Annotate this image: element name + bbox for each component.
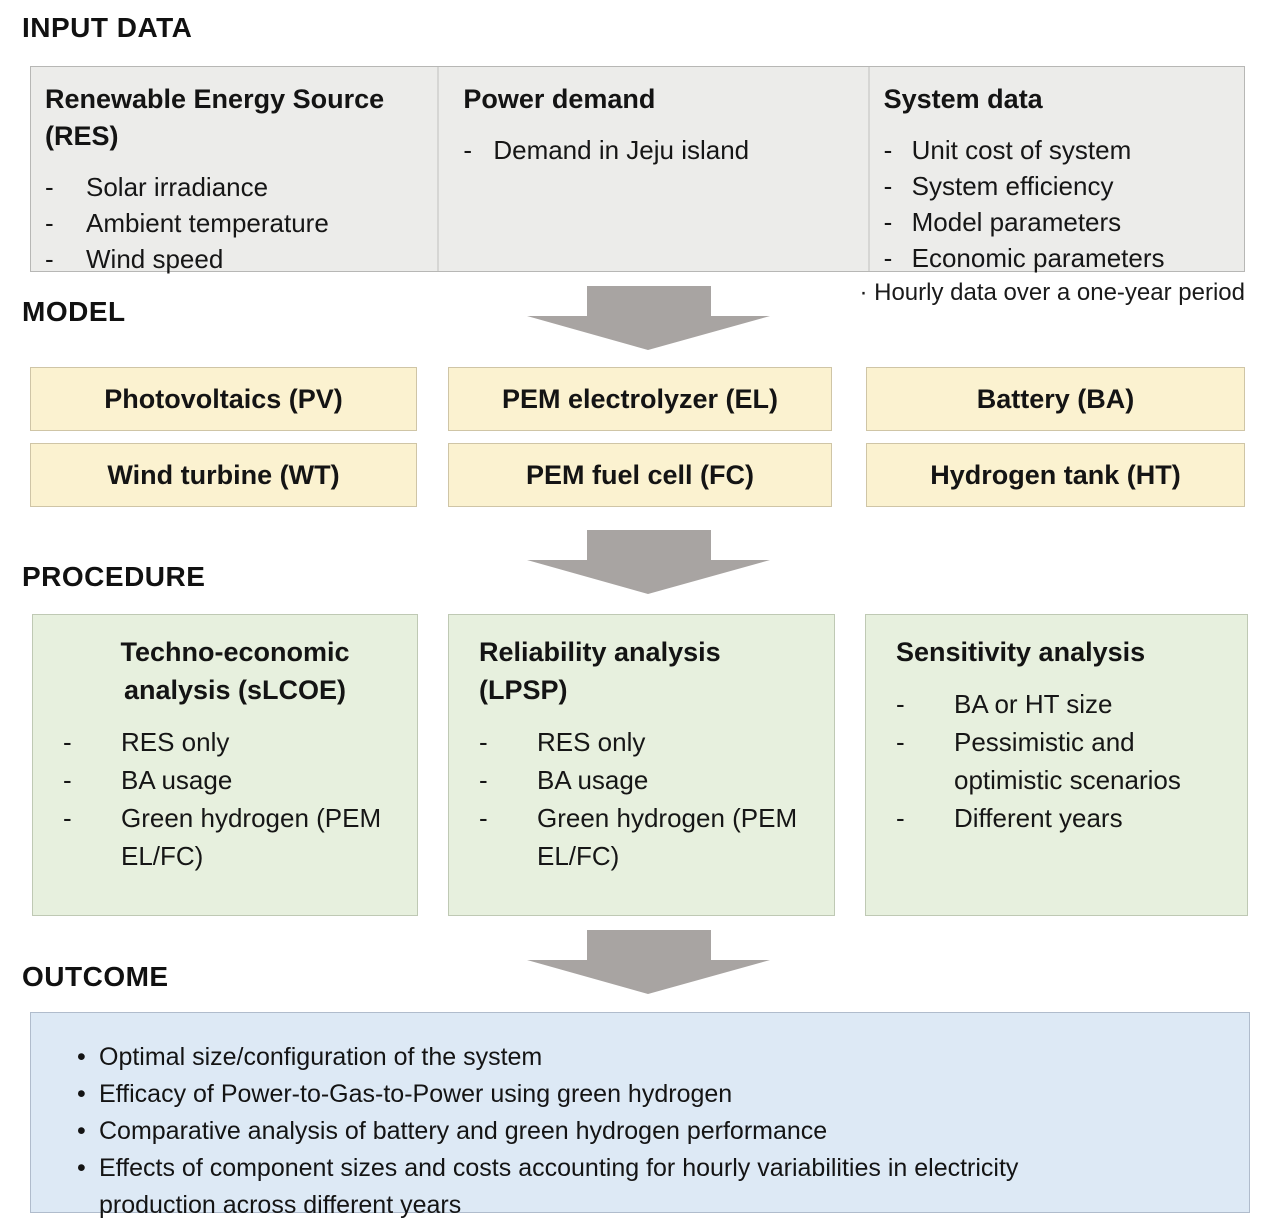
input-column-power-demand: Power demand -Demand in Jeju island — [437, 67, 867, 271]
list-item-text: Model parameters — [911, 207, 1122, 237]
outcome-box: • Optimal size/configuration of the syste… — [30, 1012, 1250, 1219]
list-item: - BA or HT size — [896, 685, 1237, 723]
list-item: - Different years — [896, 799, 1237, 837]
list-item-text: BA usage — [537, 765, 649, 795]
list-item-text: Wind speed — [86, 244, 224, 274]
list-item-text: System efficiency — [911, 171, 1114, 201]
section-title-model: MODEL — [22, 296, 126, 327]
list-item-text: Solar irradiance — [86, 172, 269, 202]
list-item: - Wind speed — [45, 241, 429, 277]
dash-marker: - — [479, 803, 488, 833]
outcome-item-text: Efficacy of Power-to-Gas-to-Power using … — [99, 1080, 733, 1108]
procedure-box-sensitivity: Sensitivity analysis - BA or HT size - Pes… — [865, 614, 1248, 916]
input-column-system-data: System data -Unit cost of system -System… — [867, 67, 1244, 273]
list-item-text: RES only — [121, 727, 230, 757]
list-item: - Green hydrogen (PEM EL/FC) — [63, 799, 407, 875]
list-item-text: Unit cost of system — [911, 135, 1132, 165]
dash-marker: - — [63, 803, 72, 833]
list-item: -System efficiency — [884, 168, 1236, 204]
section-title-procedure: PROCEDURE — [22, 561, 206, 592]
list-item: - Green hydrogen (PEM EL/FC) — [479, 799, 824, 875]
list-item-text: BA usage — [121, 765, 233, 795]
list-item: -Model parameters — [884, 204, 1236, 240]
list-item-text: Economic parameters — [911, 243, 1165, 273]
dash-marker: - — [883, 135, 893, 165]
input-column-res: Renewable Energy Source (RES) - Solar irr… — [31, 67, 437, 274]
list-item-text: Ambient temperature — [86, 208, 329, 238]
dash-marker: - — [896, 803, 905, 833]
dash-marker: - — [45, 172, 54, 202]
bullet-marker: • — [77, 1043, 86, 1071]
dash-marker: - — [63, 765, 72, 795]
outcome-item: • Efficacy of Power-to-Gas-to-Power using… — [77, 1076, 1233, 1113]
dash-marker: - — [479, 727, 488, 757]
dash-marker: - — [896, 727, 905, 757]
hourly-data-note: · Hourly data over a one-year period — [859, 279, 1245, 306]
model-box-wind-turbine: Wind turbine (WT) — [30, 443, 417, 507]
list-item-text: Green hydrogen (PEM EL/FC) — [121, 803, 382, 871]
input-data-box: Renewable Energy Source (RES) - Solar irr… — [30, 66, 1245, 274]
model-box-hydrogen-tank: Hydrogen tank (HT) — [866, 443, 1245, 507]
model-box-fuel-cell: PEM fuel cell (FC) — [448, 443, 832, 507]
section-title-input-data: INPUT DATA — [22, 12, 193, 43]
outcome-item: • Comparative analysis of battery and gre… — [77, 1113, 1233, 1150]
list-item: -Economic parameters — [884, 240, 1236, 276]
down-arrow-icon — [527, 286, 770, 350]
dash-marker: - — [883, 171, 893, 201]
dash-marker: - — [479, 765, 488, 795]
procedure-box-techno-economic: Techno-economic analysis (sLCOE) - RES on… — [32, 614, 418, 916]
dash-marker: - — [883, 207, 893, 237]
list-item-text: Green hydrogen (PEM EL/FC) — [537, 803, 798, 871]
list-item-text: Demand in Jeju island — [493, 135, 750, 165]
list-item: - BA usage — [63, 761, 407, 799]
list-item: - BA usage — [479, 761, 824, 799]
dash-marker: - — [896, 689, 905, 719]
procedure-list: - RES only - BA usage - Green hydrogen (PEM… — [63, 723, 407, 875]
outcome-item-text: Effects of component sizes and costs acc… — [99, 1154, 1019, 1219]
dash-marker: - — [883, 243, 893, 273]
input-power-demand-heading: Power demand — [463, 84, 656, 114]
outcome-item-text: Comparative analysis of battery and gree… — [99, 1117, 828, 1145]
input-system-data-heading: System data — [883, 84, 1043, 114]
procedure-heading: Sensitivity analysis — [896, 637, 1146, 667]
down-arrow-icon — [527, 530, 770, 594]
list-item: -Demand in Jeju island — [463, 132, 859, 168]
list-item-text: Pessimistic and optimistic scenarios — [954, 727, 1181, 795]
list-item-text: BA or HT size — [954, 689, 1113, 719]
list-item: - RES only — [63, 723, 407, 761]
list-item-text: RES only — [537, 727, 646, 757]
procedure-heading: Reliability analysis (LPSP) — [479, 637, 721, 705]
outcome-item: • Optimal size/configuration of the syste… — [77, 1039, 1233, 1076]
input-res-list: - Solar irradiance - Ambient temperature -… — [45, 169, 429, 277]
model-box-photovoltaics: Photovoltaics (PV) — [30, 367, 417, 431]
down-arrow-icon — [527, 930, 770, 994]
model-box-electrolyzer: PEM electrolyzer (EL) — [448, 367, 832, 431]
outcome-item: • Effects of component sizes and costs ac… — [77, 1150, 1233, 1224]
procedure-heading: Techno-economic analysis (sLCOE) — [120, 637, 350, 705]
procedure-list: - RES only - BA usage - Green hydrogen (PEM… — [479, 723, 824, 875]
input-power-demand-list: -Demand in Jeju island — [463, 132, 859, 168]
procedure-list: - BA or HT size - Pessimistic and optimist… — [896, 685, 1237, 837]
model-box-battery: Battery (BA) — [866, 367, 1245, 431]
dash-marker: - — [45, 208, 54, 238]
list-item-text: Different years — [954, 803, 1123, 833]
dash-marker: - — [463, 135, 472, 165]
list-item: - Ambient temperature — [45, 205, 429, 241]
section-title-outcome: OUTCOME — [22, 961, 169, 992]
procedure-box-reliability: Reliability analysis (LPSP) - RES only - B… — [448, 614, 835, 916]
list-item: -Unit cost of system — [884, 132, 1236, 168]
bullet-marker: • — [77, 1117, 86, 1145]
input-res-heading: Renewable Energy Source (RES) — [45, 84, 385, 151]
dash-marker: - — [45, 244, 54, 274]
list-item: - Pessimistic and optimistic scenarios — [896, 723, 1237, 799]
dash-marker: - — [63, 727, 72, 757]
outcome-item-text: Optimal size/configuration of the system — [99, 1043, 543, 1071]
input-system-data-list: -Unit cost of system -System efficiency … — [884, 132, 1236, 276]
bullet-marker: • — [77, 1080, 86, 1108]
list-item: - Solar irradiance — [45, 169, 429, 205]
bullet-marker: • — [77, 1154, 86, 1182]
list-item: - RES only — [479, 723, 824, 761]
